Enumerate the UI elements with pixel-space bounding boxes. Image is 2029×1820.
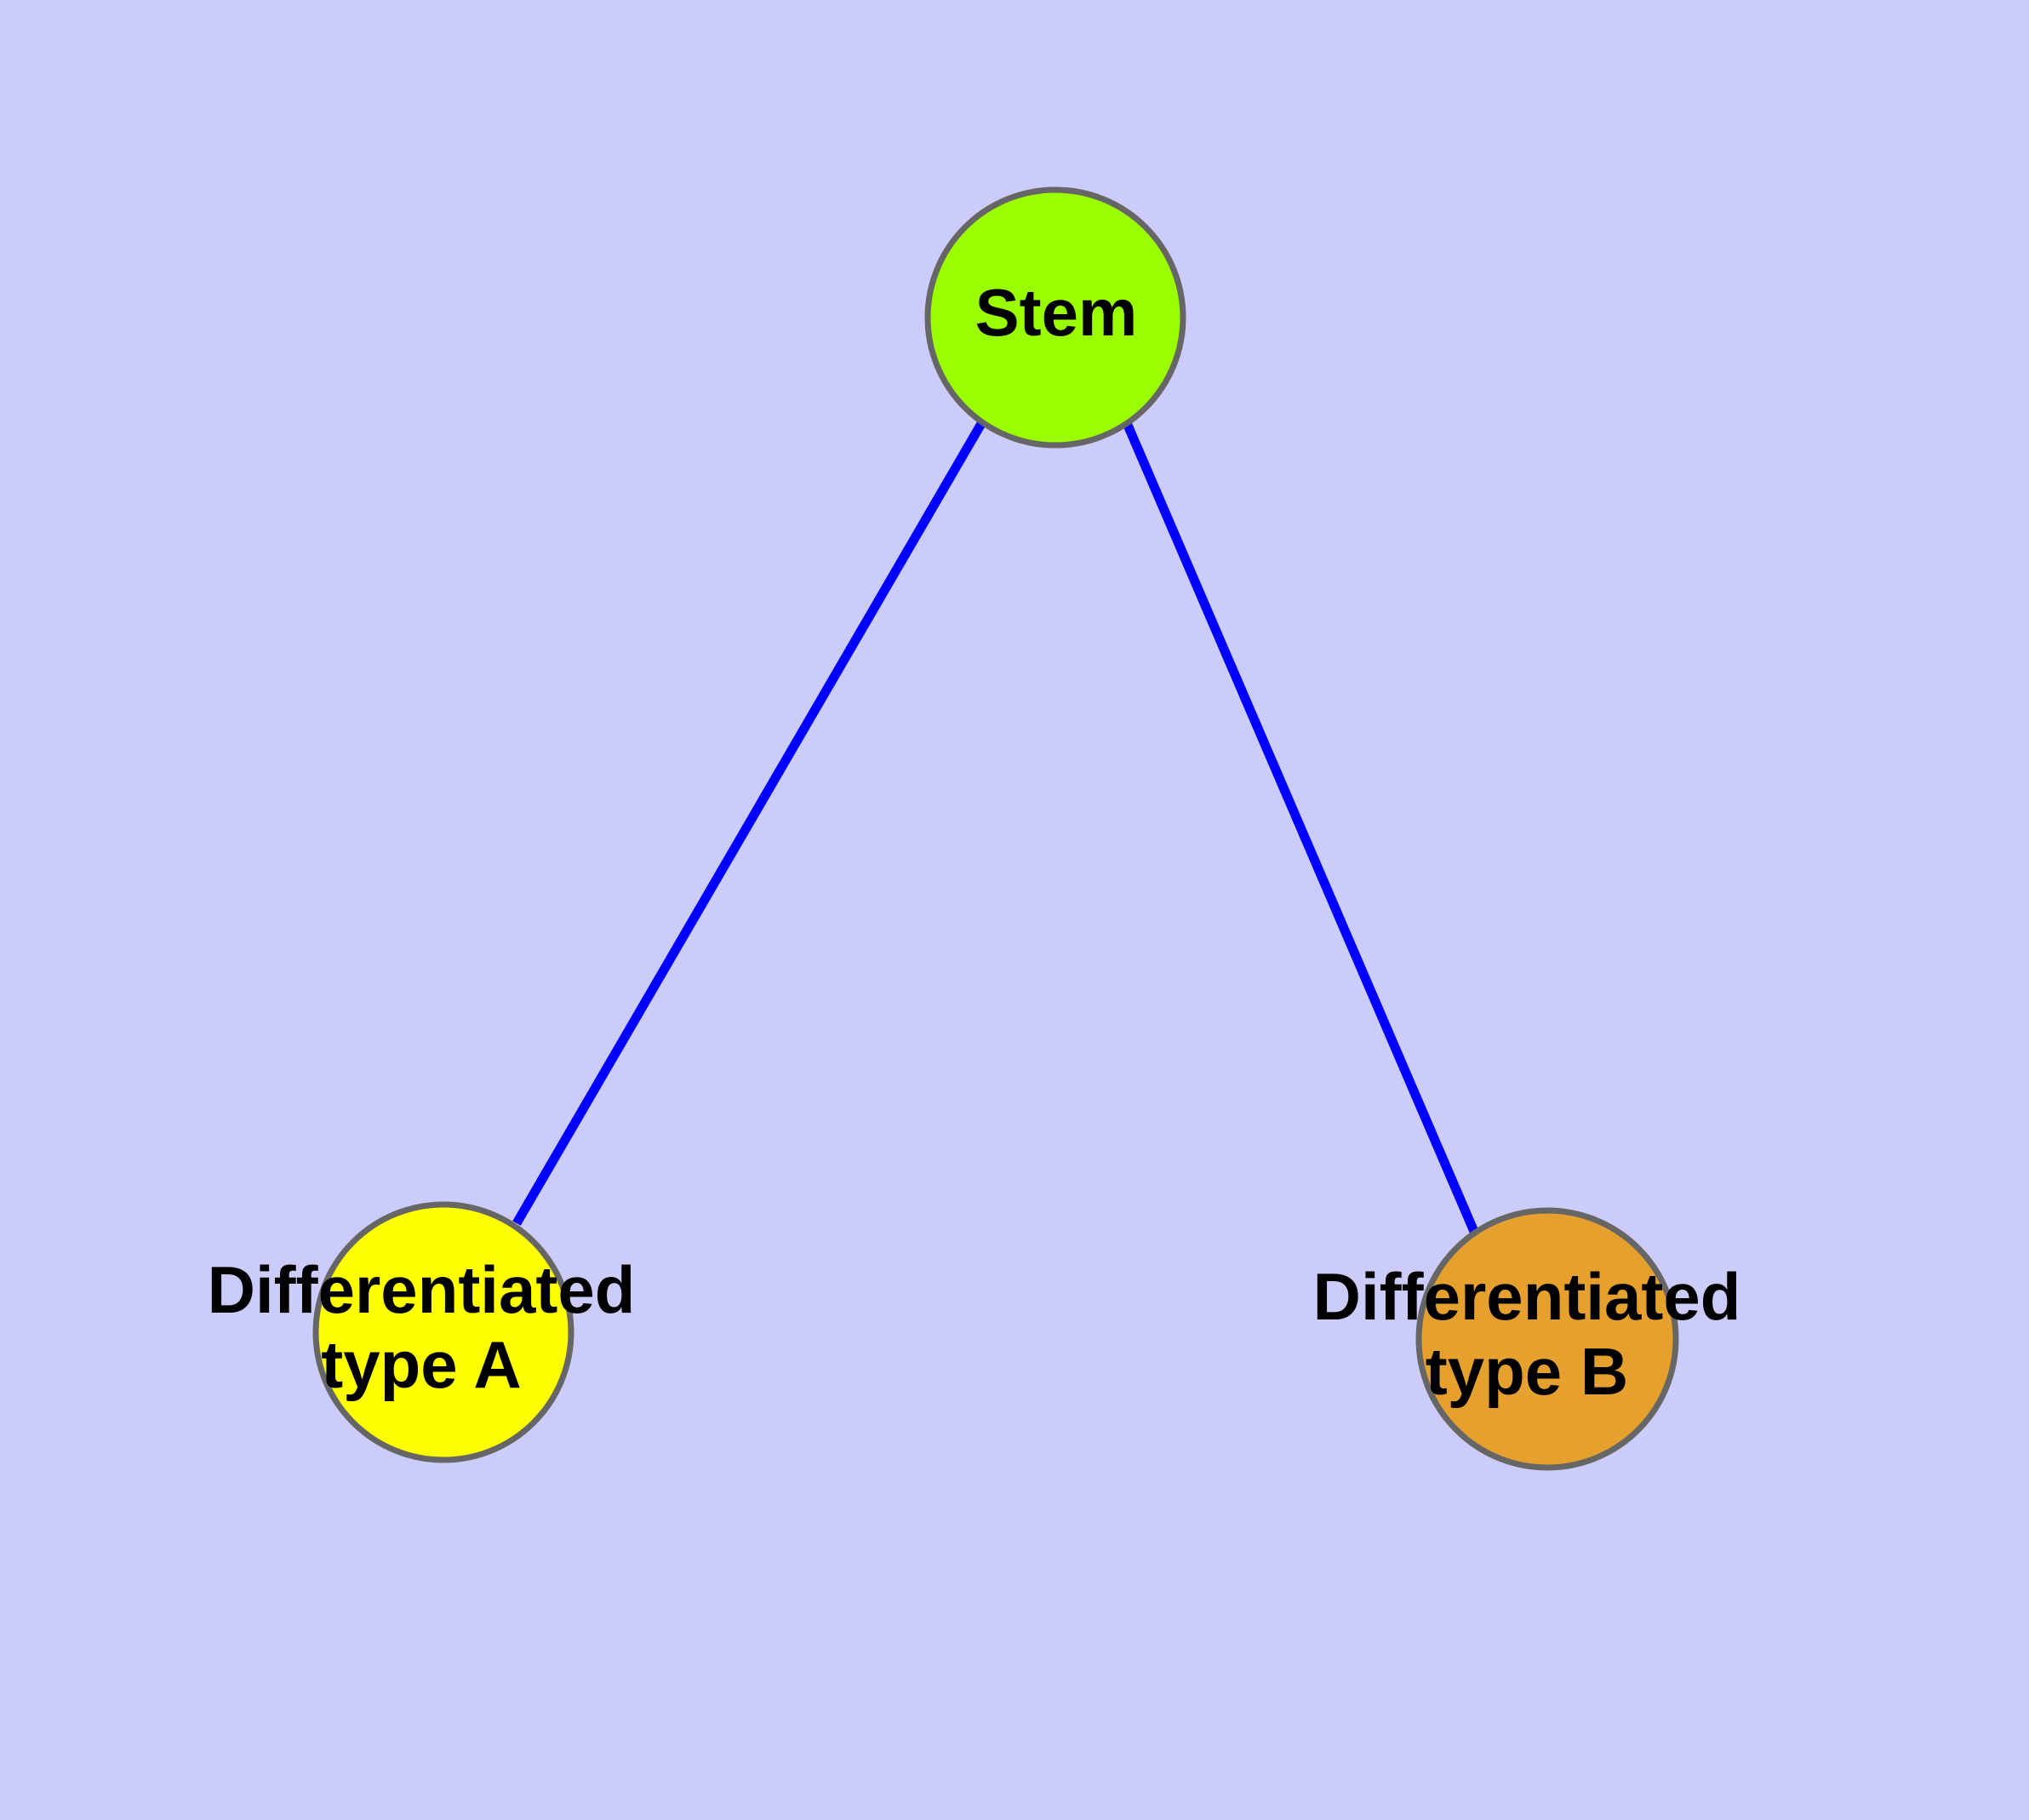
node-label-line: Stem	[975, 275, 1138, 350]
edge-stem-to-diff-a	[512, 420, 986, 1226]
node-label-line: Differentiated	[208, 1252, 636, 1327]
node-stem[interactable]	[924, 186, 1186, 449]
edge-stem-to-diff-b	[1122, 421, 1480, 1236]
node-label-line: type B	[1426, 1334, 1628, 1409]
node-diff-a[interactable]	[312, 1201, 574, 1463]
node-label-line: type A	[321, 1327, 522, 1402]
nodes-layer	[312, 186, 1679, 1471]
edges-layer	[512, 420, 1480, 1236]
node-diff-b[interactable]	[1415, 1207, 1679, 1471]
node-label-stem: Stem	[975, 275, 1138, 350]
node-label-line: Differentiated	[1313, 1259, 1741, 1334]
